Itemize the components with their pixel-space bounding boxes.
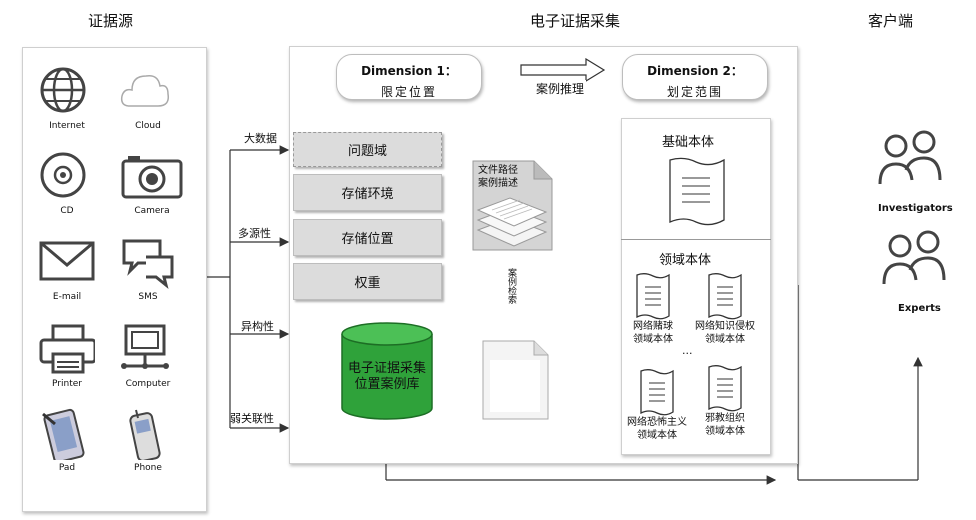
experts-icon <box>882 230 946 285</box>
domain-ontology-label: 领域本体 <box>659 253 712 268</box>
scroll-doc-icon <box>705 272 745 326</box>
file-path-label: 文件路径 <box>478 165 518 176</box>
device-label: Camera <box>134 206 170 216</box>
inference-label: 案例推理 <box>534 80 587 97</box>
base-ontology-label: 基础本体 <box>662 135 715 150</box>
ontology-item-label: 网络知识侵权领域本体 <box>695 321 755 345</box>
ontology-item-label: 邪教组织领域本体 <box>705 413 745 437</box>
device-label: Pad <box>58 463 76 473</box>
tablet-icon <box>39 408 95 464</box>
dimension2-subtitle: 划定范围 <box>666 85 723 99</box>
branch-label: 大数据 <box>244 132 277 145</box>
client-heading: 客户端 <box>868 12 914 30</box>
factor-chip: 问题域 <box>293 132 442 167</box>
factor-chip: 存储环境 <box>293 174 442 211</box>
scroll-doc-icon <box>633 272 673 326</box>
dimension2-title: Dimension 2： <box>647 64 743 78</box>
factor-chip: 权重 <box>293 263 442 300</box>
cd-icon <box>39 151 95 207</box>
ontology-item-label: 网络恐怖主义领域本体 <box>627 417 687 441</box>
printer-icon <box>39 324 97 380</box>
investigators-label: Investigators <box>878 203 953 214</box>
database-label-line2: 位置案例库 <box>354 377 420 392</box>
case-description-label: 案例描述 <box>478 178 518 189</box>
envelope-icon <box>39 237 95 293</box>
camera-icon <box>120 151 184 207</box>
ontology-item-label: 网络赌球领域本体 <box>633 321 673 345</box>
ontology-ellipsis: ... <box>682 344 693 357</box>
dimension1-box: Dimension 1： 限定位置 <box>336 54 482 100</box>
inference-arrow-icon <box>520 58 606 82</box>
dimension1-title: Dimension 1： <box>361 64 457 78</box>
case-database-icon <box>341 322 433 420</box>
source-heading: 证据源 <box>88 12 134 30</box>
scroll-doc-icon <box>669 157 725 226</box>
retrieval-label: 案例检索 <box>505 268 518 304</box>
device-label: Computer <box>125 379 171 389</box>
dimension2-box: Dimension 2： 划定范围 <box>622 54 768 100</box>
device-label: E-mail <box>52 292 82 302</box>
branch-label: 弱关联性 <box>230 412 274 425</box>
ontology-divider <box>621 239 771 240</box>
factor-chip: 存储位置 <box>293 219 442 256</box>
result-document-icon <box>482 340 549 420</box>
database-label: 电子证据采集 位置案例库 <box>341 361 433 393</box>
device-label: Cloud <box>135 121 161 131</box>
globe-icon <box>39 66 95 122</box>
device-label: SMS <box>138 292 158 302</box>
experts-label: Experts <box>898 303 941 314</box>
file-description-doc-icon <box>472 160 553 251</box>
device-label: Phone <box>134 463 162 473</box>
phone-icon <box>120 408 176 464</box>
branch-label: 异构性 <box>241 320 274 333</box>
cloud-icon <box>120 66 176 122</box>
computer-icon <box>120 324 176 380</box>
scroll-doc-icon <box>705 364 745 418</box>
dimension1-subtitle: 限定位置 <box>380 85 437 99</box>
collection-heading: 电子证据采集 <box>530 12 621 30</box>
speech-bubbles-icon <box>120 237 176 293</box>
device-label: CD <box>60 206 74 216</box>
database-label-line1: 电子证据采集 <box>347 361 426 376</box>
device-label: Printer <box>52 379 82 389</box>
scroll-doc-icon <box>637 368 677 422</box>
branch-label: 多源性 <box>238 227 271 240</box>
investigators-icon <box>878 130 942 185</box>
device-label: Internet <box>49 121 85 131</box>
